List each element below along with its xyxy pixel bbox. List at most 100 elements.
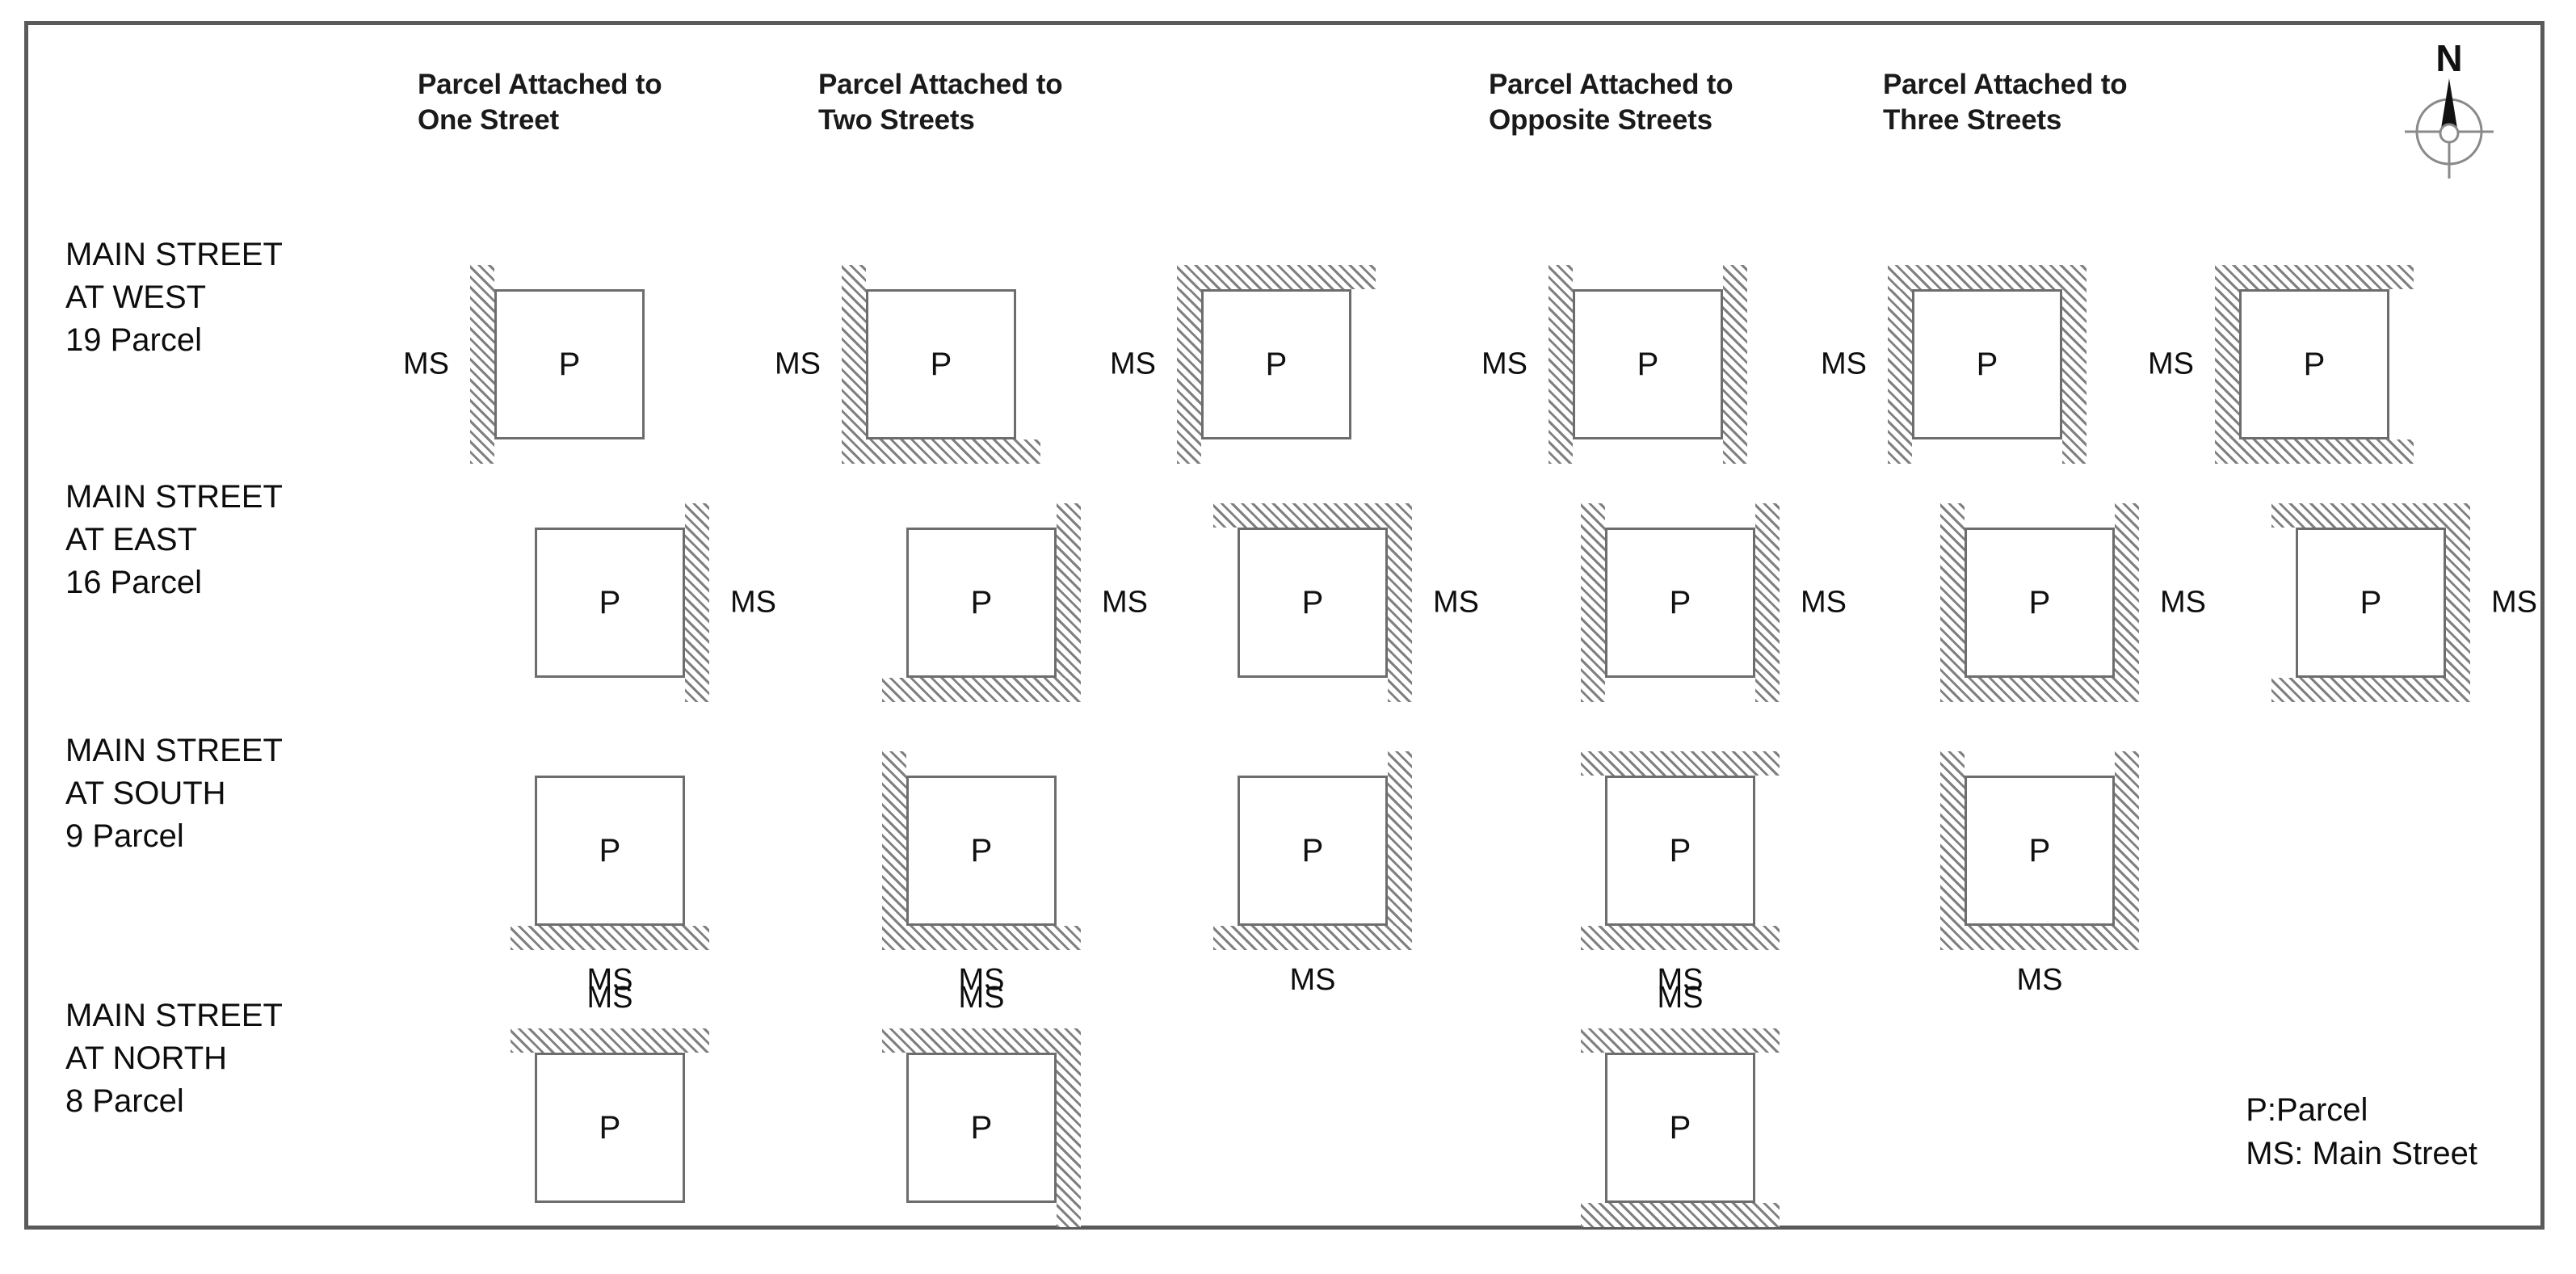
street-band-bottom xyxy=(1940,678,2139,702)
parcel-diagram-south-col3: P MS xyxy=(1191,730,1434,997)
column-header-opposite-streets: Parcel Attached to Opposite Streets xyxy=(1489,69,1733,136)
parcel-label: P xyxy=(1976,346,1998,382)
parcel-rect xyxy=(1605,776,1755,926)
parcel-diagram-graphic: P MS xyxy=(1213,751,1412,997)
row-label-main-street-at-south: MAIN STREET AT SOUTH 9 Parcel xyxy=(65,733,283,854)
parcel-diagram-east-col2: P MS xyxy=(860,481,1148,724)
column-header-three-streets: Parcel Attached to Three Streets xyxy=(1883,69,2128,136)
parcel-diagram-graphic: P MS xyxy=(1581,981,1780,1227)
parcel-label: P xyxy=(599,584,621,620)
parcel-rect xyxy=(535,776,685,926)
parcel-label: P xyxy=(2303,346,2326,382)
parcel-label: P xyxy=(1265,346,1288,382)
street-band-right xyxy=(2115,503,2139,702)
parcel-rect xyxy=(906,528,1057,678)
street-band-bottom xyxy=(842,439,1040,464)
street-band-top xyxy=(1581,1028,1780,1053)
main-street-label-right: MS xyxy=(2491,585,2537,620)
parcel-rect xyxy=(2239,289,2389,439)
street-band-right xyxy=(2446,503,2470,702)
street-band-left xyxy=(1581,503,1605,702)
street-band-bottom xyxy=(882,926,1081,950)
parcel-label: P xyxy=(599,1109,621,1146)
parcel-diagram-west-col4: P MS xyxy=(1481,243,1769,486)
parcel-diagram-graphic: P MS xyxy=(1940,503,2206,702)
parcel-rect xyxy=(1201,289,1351,439)
parcel-label: P xyxy=(930,346,952,382)
parcel-diagram-graphic: P MS xyxy=(1213,503,1479,702)
main-street-label-below: MS xyxy=(958,963,1005,997)
street-band-right xyxy=(1388,503,1412,702)
parcel-diagram-graphic: P MS xyxy=(1581,751,1780,997)
main-street-label-above: MS xyxy=(1657,981,1704,1015)
parcel-diagram-south-col2: P MS xyxy=(860,730,1103,997)
parcel-diagram-graphic: P MS xyxy=(882,751,1081,997)
main-street-label-left: MS xyxy=(1821,347,1867,381)
street-band-right xyxy=(1755,503,1780,702)
parcel-diagram-north-col4: P MS xyxy=(1559,981,1801,1249)
street-band-right xyxy=(685,503,709,702)
parcel-label: P xyxy=(970,584,993,620)
parcel-rect xyxy=(535,528,685,678)
legend: P:Parcel MS: Main Street xyxy=(2246,1088,2477,1175)
parcel-rect xyxy=(1573,289,1723,439)
street-band-bottom xyxy=(882,678,1081,702)
street-band-left xyxy=(1940,751,1965,950)
row-label-main-street-at-north: MAIN STREET AT NORTH 8 Parcel xyxy=(65,998,283,1119)
street-band-right xyxy=(1057,503,1081,702)
compass-north-label: N xyxy=(2435,37,2463,79)
street-band-right xyxy=(2115,751,2139,950)
street-band-left xyxy=(882,751,906,950)
street-band-left xyxy=(1888,265,1912,464)
figure-frame: Parcel Attached to One Street Parcel Att… xyxy=(24,21,2544,1230)
street-band-top xyxy=(511,1028,709,1053)
compass-rose-graphic xyxy=(2405,78,2494,179)
street-band-top xyxy=(1888,265,2086,289)
parcel-label: P xyxy=(1301,832,1324,868)
parcel-label: P xyxy=(970,832,993,868)
street-band-top xyxy=(2271,503,2470,528)
main-street-label-below: MS xyxy=(2016,963,2063,997)
street-band-bottom xyxy=(2271,678,2470,702)
street-band-top xyxy=(2215,265,2414,289)
parcel-rect xyxy=(906,1053,1057,1203)
parcel-diagram-east-col5: P MS xyxy=(1918,481,2206,724)
parcel-label: P xyxy=(1669,832,1691,868)
parcel-label: P xyxy=(1301,584,1324,620)
parcel-label: P xyxy=(2028,584,2051,620)
parcel-rect xyxy=(1912,289,2062,439)
main-street-label-right: MS xyxy=(1102,585,1148,620)
main-street-label-right: MS xyxy=(1433,585,1479,620)
street-band-left xyxy=(2215,265,2239,464)
parcel-rect xyxy=(1605,1053,1755,1203)
main-street-label-left: MS xyxy=(1481,347,1528,381)
parcel-rect xyxy=(494,289,645,439)
main-street-label-below: MS xyxy=(1657,963,1704,997)
parcel-rect xyxy=(1605,528,1755,678)
main-street-label-below: MS xyxy=(1289,963,1336,997)
parcel-label: P xyxy=(1637,346,1659,382)
main-street-label-below: MS xyxy=(586,963,633,997)
main-street-label-right: MS xyxy=(2160,585,2206,620)
column-header-one-street: Parcel Attached to One Street xyxy=(418,69,662,136)
parcel-rect xyxy=(535,1053,685,1203)
street-band-bottom xyxy=(1940,926,2139,950)
main-street-label-left: MS xyxy=(403,347,449,381)
street-band-bottom xyxy=(1213,926,1412,950)
parcel-rect xyxy=(1238,776,1388,926)
main-street-label-right: MS xyxy=(1801,585,1847,620)
parcel-label: P xyxy=(1669,1109,1691,1146)
